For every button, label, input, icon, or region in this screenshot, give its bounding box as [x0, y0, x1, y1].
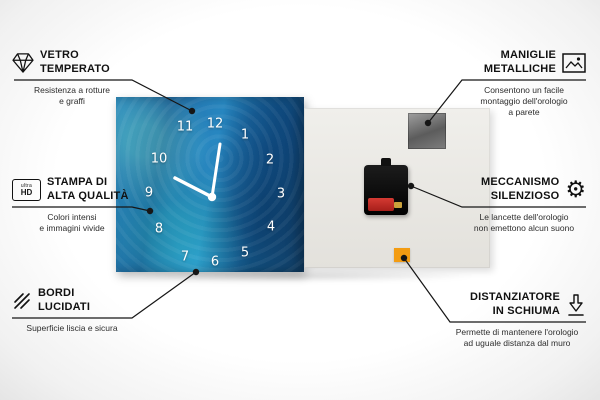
callout-subtitle: Consentono un facile montaggio dell'orol…: [480, 85, 568, 118]
clock-number: 12: [206, 116, 224, 132]
callout-title: STAMPA DI ALTA QUALITÀ: [47, 176, 129, 202]
clock-number: 5: [240, 245, 250, 261]
callout-header: MECCANISMO SILENZIOSO ⚙: [462, 173, 586, 207]
callout-meccanismo-silenzioso: MECCANISMO SILENZIOSO ⚙ Le lancette dell…: [462, 173, 586, 234]
callout-bordi-lucidati: BORDI LUCIDATI Superficie liscia e sicur…: [12, 284, 132, 334]
callout-title: MANIGLIE METALLICHE: [483, 49, 556, 75]
mechanism-hanger: [381, 158, 391, 166]
clock-number: 3: [276, 186, 286, 202]
callout-header: ultra HD STAMPA DI ALTA QUALITÀ: [12, 173, 132, 207]
clock-back-panel: [304, 108, 490, 268]
callout-subtitle: Permette di mantenere l'orologio ad ugua…: [455, 327, 579, 349]
diamond-icon: [12, 53, 34, 73]
callout-subtitle: Superficie liscia e sicura: [26, 323, 118, 333]
callout-title: MECCANISMO SILENZIOSO: [480, 176, 560, 202]
product-shadow: [130, 270, 480, 282]
gear-icon: ⚙: [565, 176, 586, 203]
callout-header: BORDI LUCIDATI: [12, 284, 132, 318]
callout-title: DISTANZIATORE IN SCHIUMA: [470, 291, 560, 317]
clock-number: 1: [240, 127, 250, 143]
callout-header: VETRO TEMPERATO: [12, 46, 132, 80]
callout-subtitle: Resistenza a rotture e graffi: [33, 85, 111, 107]
callout-vetro-temperato: VETRO TEMPERATO Resistenza a rotture e g…: [12, 46, 132, 107]
clock-mechanism: [364, 158, 408, 215]
picture-frame-icon: [562, 53, 586, 73]
callout-header: DISTANZIATORE IN SCHIUMA: [448, 288, 586, 322]
clock-number: 10: [150, 151, 168, 167]
callout-stampa-alta-qualita: ultra HD STAMPA DI ALTA QUALITÀ Colori i…: [12, 173, 132, 234]
callout-distanziatore-schiuma: DISTANZIATORE IN SCHIUMA Permette di man…: [448, 288, 586, 349]
callout-header: MANIGLIE METALLICHE: [462, 46, 586, 80]
clock-number: 9: [144, 185, 154, 201]
clock-front-panel: 12 1 2 3 4 5 6 7 8 9 10 11: [116, 97, 304, 272]
ultra-hd-icon-bottom: HD: [20, 187, 33, 197]
ultra-hd-icon-top: ultra: [20, 182, 33, 189]
ultra-hd-icon: ultra HD: [12, 179, 41, 201]
clock-number: 4: [266, 219, 276, 235]
clock-number: 11: [176, 119, 194, 135]
callout-maniglie-metalliche: MANIGLIE METALLICHE Consentono un facile…: [462, 46, 586, 118]
polished-edge-icon: [12, 291, 32, 311]
metal-hanger-plate: [408, 113, 446, 149]
callout-title: VETRO TEMPERATO: [40, 49, 110, 75]
battery: [368, 198, 394, 211]
callout-subtitle: Colori intensi e immagini vivide: [39, 212, 105, 234]
foam-spacer: [394, 248, 410, 262]
clock-number: 8: [154, 221, 164, 237]
clock-number: 6: [210, 254, 220, 270]
down-arrow-icon: [566, 294, 586, 316]
clock-hands: [173, 142, 222, 202]
callout-title: BORDI LUCIDATI: [38, 287, 91, 313]
clock-number: 2: [265, 152, 275, 168]
battery-contact: [394, 202, 402, 208]
clock-number: 7: [180, 249, 190, 265]
callout-subtitle: Le lancette dell'orologio non emettono a…: [473, 212, 575, 234]
